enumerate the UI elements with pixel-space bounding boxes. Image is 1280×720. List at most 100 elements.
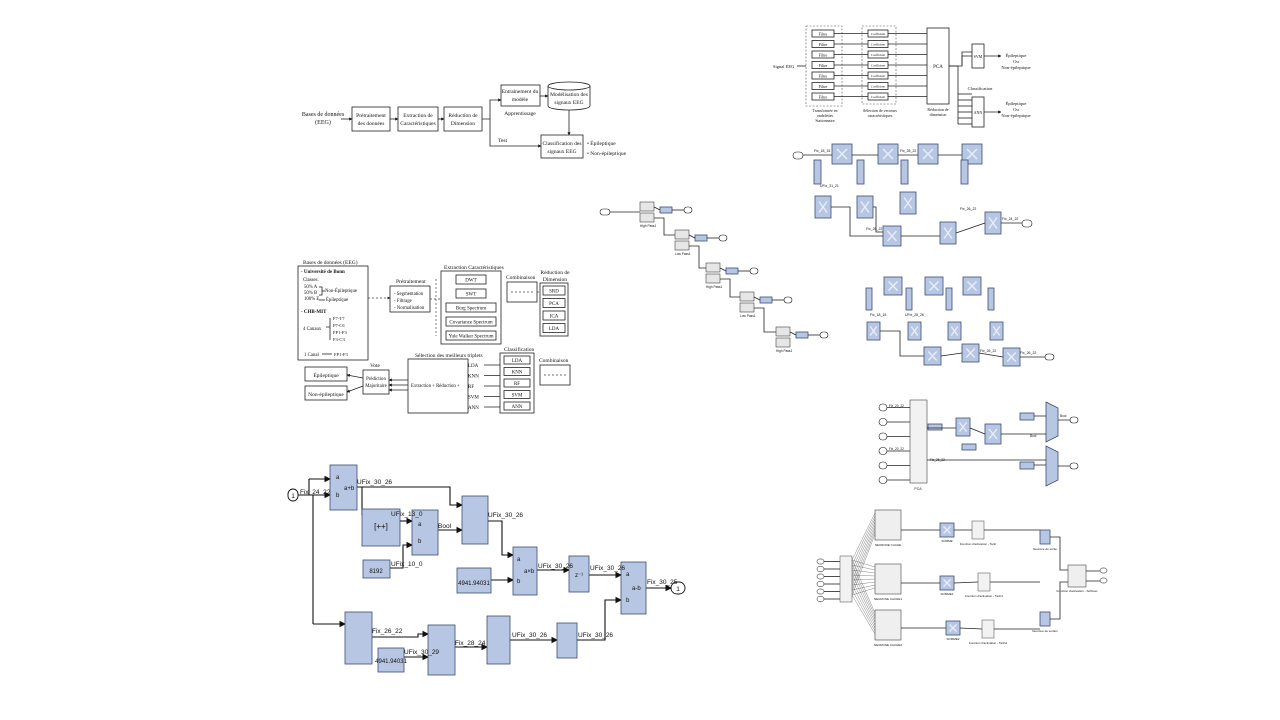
d5-const-0: [813, 159, 822, 185]
red-item-box-1: [542, 298, 566, 308]
d8-in-port-3: [816, 581, 825, 587]
d7-out-port-2: [1069, 462, 1079, 470]
op-mult-1: a×b: [524, 569, 535, 575]
d7-pca-label: PCA: [914, 487, 922, 491]
d8-fan-0-6: [851, 530, 876, 591]
d8-fan-0-5: [851, 527, 876, 586]
d7-mux-2: [1045, 445, 1059, 487]
d6-label-0: Fix_18_15: [870, 313, 886, 317]
sel-item-4: ANN: [468, 406, 479, 411]
d6-mid-block-2-glyph: [950, 326, 959, 336]
d8-out-port-1: [1099, 567, 1108, 574]
d7-mux-1: [1045, 401, 1059, 443]
d6-low-block-2-glyph: [1006, 352, 1017, 362]
sig-fix-26-22: Fix_26_22: [372, 628, 403, 635]
pre-segmentation: - Segmentation: [394, 292, 424, 297]
d8-out-neuron-1: [1039, 611, 1051, 627]
ext-item-4: Yule Walker Spectrum: [448, 335, 493, 340]
d6-top-block-2-glyph: [967, 281, 977, 291]
mult-block-2: [427, 624, 456, 676]
d4-downsample-1: [694, 234, 708, 242]
op-b-4: b: [626, 598, 630, 604]
ext-item-box-0: [455, 274, 487, 285]
d8-normalize-block: [839, 555, 853, 603]
filter-label-5: Filtre: [819, 84, 828, 89]
d8-out-port-2: [1099, 577, 1108, 584]
d4-out-port-4: [819, 331, 829, 339]
sig-ufix-13-0: UFix_13_0: [391, 511, 423, 518]
d4-lowpass-2: [705, 273, 721, 284]
d8-somme-wire-2: [959, 627, 983, 630]
d4-label-1: Low Pass1: [675, 252, 691, 256]
d8-somme-label-0: SOMME: [941, 539, 952, 543]
d7-in-port-3: [878, 447, 888, 455]
d7-const-3: [1019, 412, 1035, 421]
d5-top-block-1-glyph: [882, 148, 894, 160]
pre-title: Prétraitement: [396, 279, 426, 285]
d8-fan-0-0: [851, 512, 876, 561]
d8-fan-0-7: [851, 533, 876, 596]
d8-fan-2-4: [851, 579, 876, 626]
db-box: [297, 265, 369, 361]
mult-block-1: [512, 546, 538, 596]
delay-block-2: [556, 622, 578, 659]
sig-ufix-30-26-b: UFix_30_26: [488, 512, 523, 519]
d8-somme-1-glyph: [943, 579, 951, 587]
d5-label-3: Fix_28_22: [900, 149, 916, 153]
d8-fan-0-1: [851, 515, 876, 566]
cls-item-2: RF: [514, 382, 520, 387]
d5-mid-block-2-glyph: [903, 197, 913, 209]
classification2-label: Classification: [968, 86, 993, 91]
d7-in-port-2: [878, 432, 888, 441]
d5-in-port: [792, 151, 804, 160]
d8-somme-wire-1: [953, 581, 979, 584]
d4-wire-a-4: [789, 331, 797, 336]
cls-title: Classification: [504, 346, 534, 353]
reduction-box: [443, 106, 483, 132]
pretraitement-text-2: des données: [358, 121, 385, 127]
ann-label: ANN: [974, 110, 983, 115]
d4-highpass-4: [775, 326, 791, 337]
selection-label-2: caractéristiques: [868, 113, 893, 118]
modelisation-text-1: Modélisation des: [550, 92, 588, 98]
entrainement-text-1: Entrainement du: [502, 89, 539, 95]
coef-label-4: Coefficient: [871, 74, 885, 78]
op-a-4: a: [626, 572, 630, 578]
class-a: 50% A: [304, 285, 318, 290]
d4-out-port-0: [683, 206, 693, 214]
ext-item-1: SWT: [466, 293, 477, 298]
d8-out-label-1: Neurone de sortie1: [1032, 629, 1058, 633]
ext-item-2: Burg Spectrum: [456, 307, 486, 312]
d8-hidden-0: [874, 509, 902, 541]
d6-low-block-1-glyph: [965, 348, 976, 358]
reduction2-label-1: Réduction de: [927, 107, 948, 112]
d7-wires: [927, 415, 1070, 467]
d8-softmax-label: Fonction d'activation - Softmax: [1057, 589, 1098, 593]
sel-title: Sélection des meilleurs triplets: [415, 353, 483, 359]
modelisation-text-2: signaux EEG: [554, 100, 583, 106]
d5-label-4: Fix_26_22: [960, 207, 976, 211]
red-item-box-0: [542, 285, 566, 296]
d8-fan-2-5: [851, 584, 876, 629]
d7-out-port-1: [1069, 416, 1079, 424]
op-a-3: a: [517, 557, 521, 563]
d8-fan-2-7: [851, 594, 876, 635]
d6-out-port: [1044, 353, 1055, 361]
out-nonep-box: [304, 385, 348, 401]
d8-fan-2-2: [851, 569, 876, 620]
d4-label-4: High Pass1: [776, 349, 793, 353]
sig-fix-28-24: Fix_28_24: [455, 640, 486, 647]
d5-top-block-3-glyph: [966, 148, 978, 160]
cls-item-box-2: [503, 378, 531, 388]
ch-fp1f3: FP1-F3: [333, 330, 347, 335]
d8-in-port-4: [816, 588, 825, 595]
classes-label: Classes:: [303, 278, 319, 283]
ext-item-box-1: [455, 288, 487, 299]
d8-hidden-label-0: NEURONE CACHE: [875, 543, 901, 547]
d7-const-1: [927, 423, 943, 431]
red-title-1: Réduction de: [540, 270, 570, 276]
d8-hidden-label-1: NEURONE CACHE1: [874, 597, 902, 601]
pred-text-2: Majoritaire: [365, 384, 387, 389]
